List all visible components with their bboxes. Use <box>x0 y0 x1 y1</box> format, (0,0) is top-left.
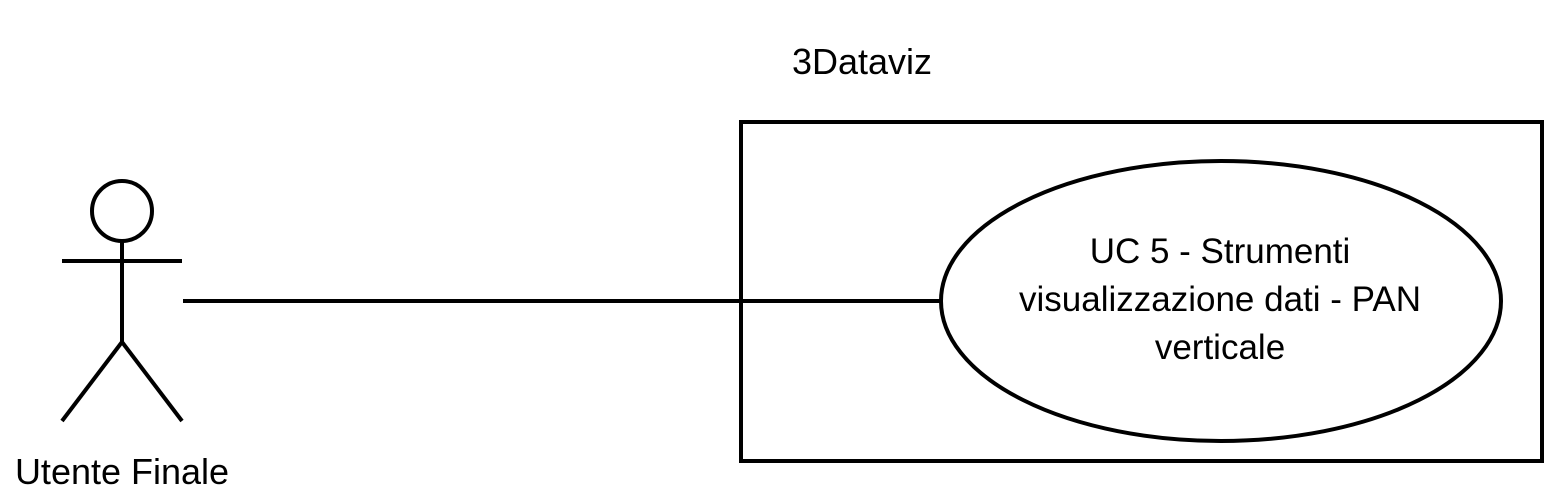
use-case-label: UC 5 - Strumenti visualizzazione dati - … <box>950 228 1490 372</box>
actor-left-leg <box>60 340 124 423</box>
system-boundary <box>739 120 1544 463</box>
actor-figure <box>60 179 184 423</box>
actor-head <box>90 179 154 243</box>
use-case-label-line: visualizzazione dati - PAN <box>1018 280 1422 319</box>
system-title: 3Dataviz <box>791 41 933 82</box>
actor-label: Utente Finale <box>14 451 230 492</box>
actor-right-leg <box>120 340 184 423</box>
use-case-label-line: verticale <box>1154 328 1286 367</box>
use-case-ellipse <box>939 159 1503 443</box>
use-case-label-line: UC 5 - Strumenti <box>1089 232 1351 271</box>
